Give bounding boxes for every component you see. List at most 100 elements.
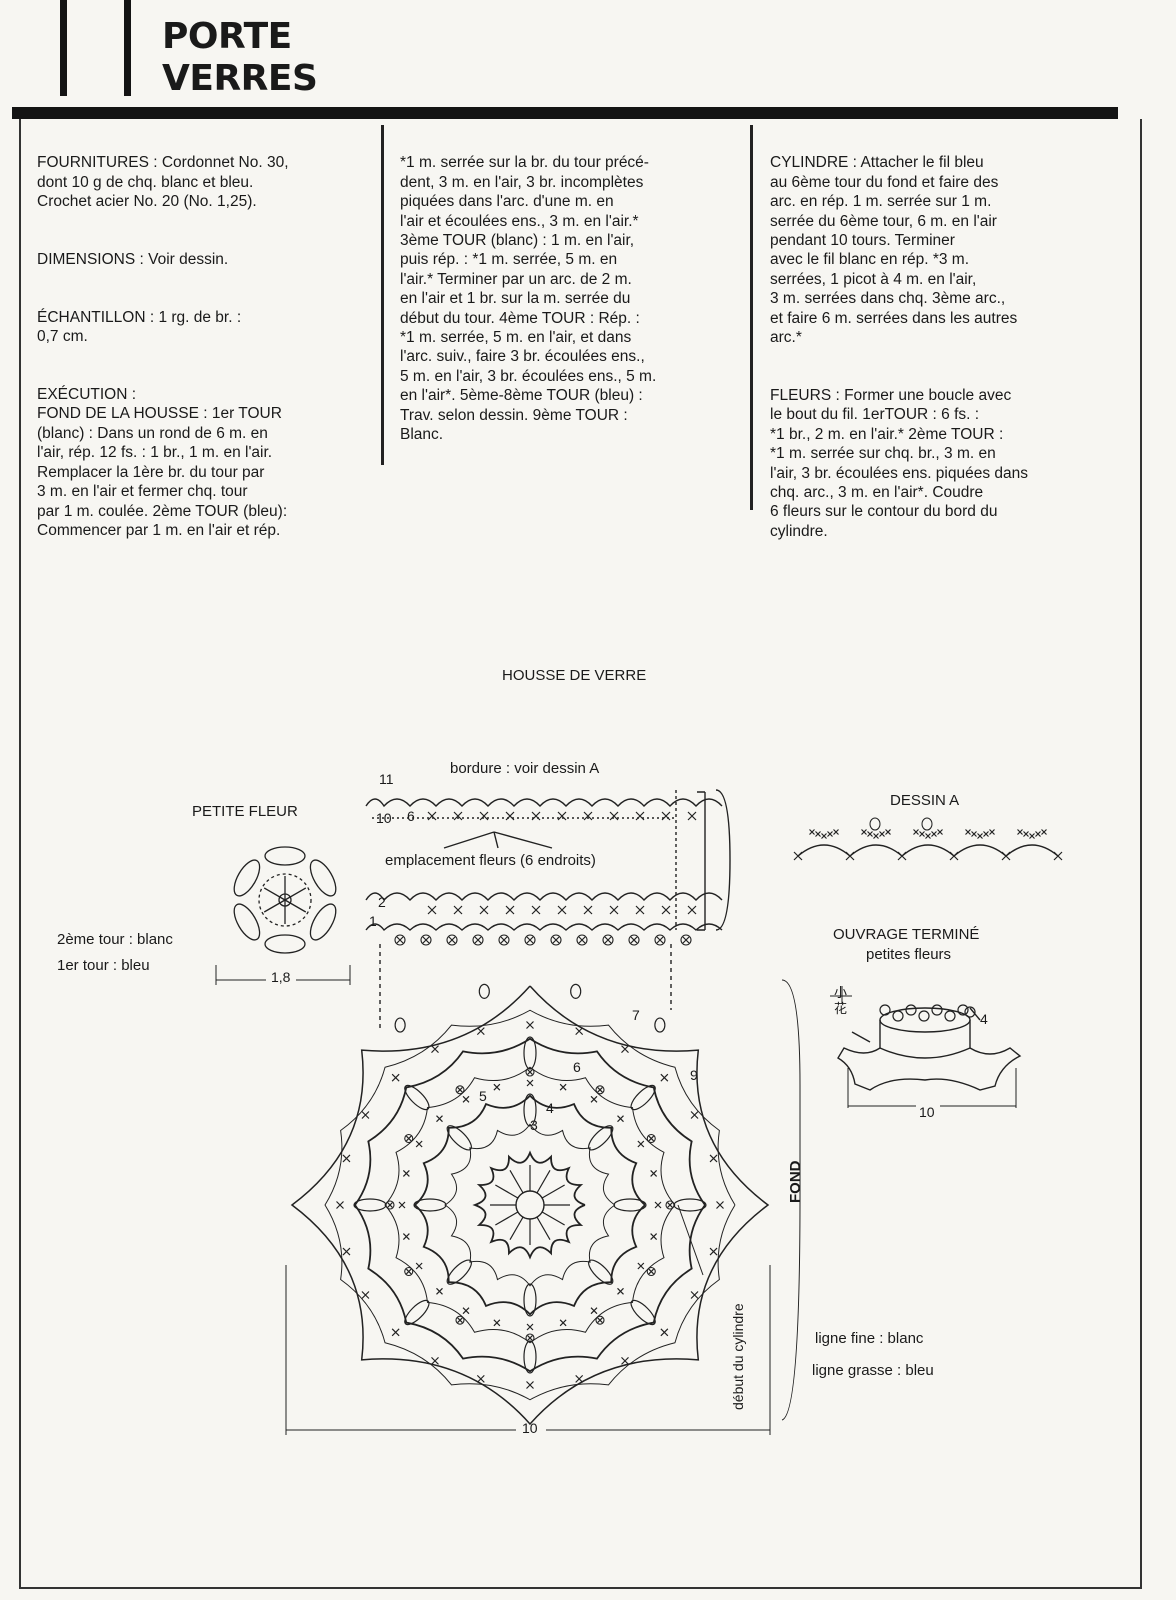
- row-10-stitch: [505, 811, 515, 821]
- dessin-a-picot-stitch: [833, 829, 839, 835]
- fond-picot: [478, 983, 490, 999]
- round-7-label: 7: [632, 1007, 640, 1023]
- row-1-chain-ring: [498, 934, 510, 946]
- row-11-label: 11: [379, 771, 394, 787]
- fond-stitch: [637, 1262, 645, 1270]
- dessin-a-title: DESSIN A: [890, 792, 960, 809]
- row-1-stitch: [505, 905, 515, 915]
- row-10-stitch: [453, 811, 463, 821]
- fond-stitch: [709, 1247, 718, 1256]
- dessin-a-picot-stitch: [821, 833, 827, 839]
- fond-petal: [404, 1084, 430, 1111]
- row-1-stitch: [687, 905, 697, 915]
- fond-diagram: [285, 979, 801, 1435]
- round-6-label: 6: [573, 1059, 581, 1075]
- fond-round-arcs: [353, 1037, 706, 1373]
- dessin-a-stitch: [1053, 851, 1063, 861]
- ouvrage-flower: [931, 1004, 943, 1016]
- fond-center-spoke: [509, 1170, 524, 1194]
- fond-center-spoke: [509, 1216, 524, 1240]
- stitch-ring-cross: [422, 936, 430, 944]
- dessin-a-picot-stitch: [919, 831, 925, 837]
- fournitures-text: FOURNITURES : Cordonnet No. 30, dont 10 …: [37, 154, 289, 211]
- dessin-a-picot-stitch: [937, 829, 943, 835]
- dessin-a-stitch: [793, 851, 803, 861]
- stitch-ring-cross: [656, 936, 664, 944]
- fond-stitch: [575, 1374, 584, 1383]
- row-2-label: 2: [378, 894, 386, 910]
- stitch-ring-cross: [500, 936, 508, 944]
- dessin-a-diagram: [793, 817, 1063, 861]
- row-10-stitch: [661, 811, 671, 821]
- fond-stitch: [716, 1201, 724, 1209]
- fond-chain-ring: [525, 1333, 535, 1343]
- tour1-label: 1er tour : bleu: [57, 957, 150, 974]
- dessin-a-stitch: [897, 851, 907, 861]
- fond-stitch: [650, 1233, 658, 1241]
- fond-stitch: [493, 1319, 501, 1327]
- round-9-label: 9: [690, 1067, 698, 1083]
- row-1-stitch: [479, 905, 489, 915]
- dessin-a-stitch: [845, 851, 855, 861]
- ouvrage-flower: [964, 1006, 976, 1018]
- petite-fleur-diagram: [215, 846, 351, 985]
- row-1-chain-ring: [472, 934, 484, 946]
- fond-stitch: [493, 1083, 501, 1091]
- row-1-stitch: [635, 905, 645, 915]
- dessin-a-picot-stitch: [873, 833, 879, 839]
- dessin-a-picot-stitch: [989, 829, 995, 835]
- fleur-spoke: [263, 887, 286, 901]
- fond-stitch: [402, 1233, 410, 1241]
- fond-chain-ring: [404, 1266, 414, 1277]
- fond-stitch: [431, 1045, 439, 1054]
- fond-stitch: [621, 1045, 629, 1054]
- fond-stitch: [526, 1323, 534, 1331]
- ouvrage-title: OUVRAGE TERMINÉ: [833, 926, 980, 943]
- row-1-stitch: [661, 905, 671, 915]
- fond-chain-ring: [455, 1315, 465, 1325]
- fond-center-ring: [515, 1190, 545, 1220]
- fond-picot: [654, 1017, 666, 1033]
- stitch-ring-cross: [630, 936, 638, 944]
- fleur-spoke: [284, 887, 307, 901]
- dessin-a-picot: [921, 817, 933, 831]
- dessin-a-picot-stitch: [1017, 829, 1023, 835]
- frame-left: [19, 119, 21, 1589]
- dessin-a-picot-stitch: [965, 829, 971, 835]
- emplacement-label: emplacement fleurs (6 endroits): [385, 852, 596, 869]
- fond-stitch: [415, 1140, 423, 1148]
- row-10-stitch: [557, 811, 567, 821]
- row-10-stitch: [583, 811, 593, 821]
- emplacement-pointers: [443, 831, 553, 849]
- fond-chain-ring: [595, 1315, 605, 1325]
- fond-center-spoke: [495, 1211, 519, 1226]
- stitch-ring-cross: [457, 1086, 463, 1093]
- fond-petal: [588, 1259, 614, 1285]
- fond-petal: [523, 1283, 537, 1317]
- fond-petal: [353, 1198, 387, 1212]
- fond-stitch: [462, 1095, 470, 1103]
- fleur-spoke: [263, 899, 286, 913]
- fond-stitch: [462, 1307, 470, 1315]
- fond-petal: [673, 1198, 707, 1212]
- fond-petal: [404, 1299, 430, 1326]
- fond-stitch: [431, 1356, 439, 1365]
- fond-stitch: [637, 1140, 645, 1148]
- stitch-ring-cross: [578, 936, 586, 944]
- fond-chain-ring: [404, 1133, 414, 1144]
- frame-right: [1140, 119, 1142, 1589]
- fond-stitch: [709, 1154, 718, 1163]
- fond-petal: [588, 1125, 614, 1151]
- row-10-stitch: [635, 811, 645, 821]
- row-1-chain-ring: [576, 934, 588, 946]
- dim-10-small-label: 10: [919, 1104, 935, 1120]
- dim-4-label: 4: [980, 1011, 988, 1027]
- dessin-a-picot-stitch: [1041, 829, 1047, 835]
- fond-petal: [446, 1125, 472, 1151]
- ouvrage-flower: [918, 1010, 930, 1022]
- stitch-ring-cross: [387, 1202, 393, 1208]
- stitch-ring-cross: [648, 1268, 655, 1275]
- fond-center-spoke: [536, 1170, 551, 1194]
- ligne-fine-label: ligne fine : blanc: [815, 1330, 924, 1347]
- fond-stitch: [526, 1381, 534, 1389]
